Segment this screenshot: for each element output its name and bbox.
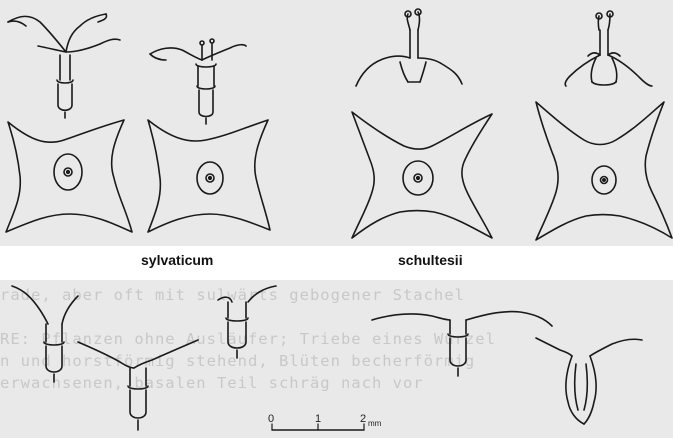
flower-side-view-schultesii-3: [372, 312, 552, 376]
figure-panel-top: [0, 0, 673, 246]
flower-top-view-sylvaticum-1: [6, 120, 132, 232]
scale-tick-0: 0: [268, 413, 274, 425]
flower-side-view-schultesii-2: [565, 11, 652, 86]
caption-sylvaticum: sylvaticum: [141, 252, 213, 268]
scale-tick-2: 2: [360, 413, 366, 425]
scale-tick-1: 1: [315, 413, 321, 425]
flower-side-view-sylvaticum-4: [78, 340, 198, 430]
flower-side-view-schultesii-4: [536, 338, 642, 424]
flower-side-view-sylvaticum-3: [12, 286, 78, 382]
flower-side-view-sylvaticum-2: [150, 39, 246, 124]
scale-bar: 0 1 2 mm: [268, 413, 382, 430]
flower-drawings-top: [0, 0, 673, 246]
figure-panel-bottom: rade, aber oft mit sulwärts gebogener St…: [0, 280, 673, 438]
flower-drawings-bottom: 0 1 2 mm: [0, 280, 673, 438]
caption-schultesii: schultesii: [398, 252, 463, 268]
flower-side-view-schultesii-1: [356, 9, 462, 86]
flower-side-view-sylvaticum-1: [8, 14, 120, 118]
scale-unit-label: mm: [368, 419, 382, 428]
flower-side-view-sylvaticum-5: [218, 286, 276, 358]
flower-top-view-schultesii-2: [536, 102, 672, 240]
flower-top-view-schultesii-1: [352, 112, 492, 238]
flower-top-view-sylvaticum-2: [148, 120, 270, 232]
